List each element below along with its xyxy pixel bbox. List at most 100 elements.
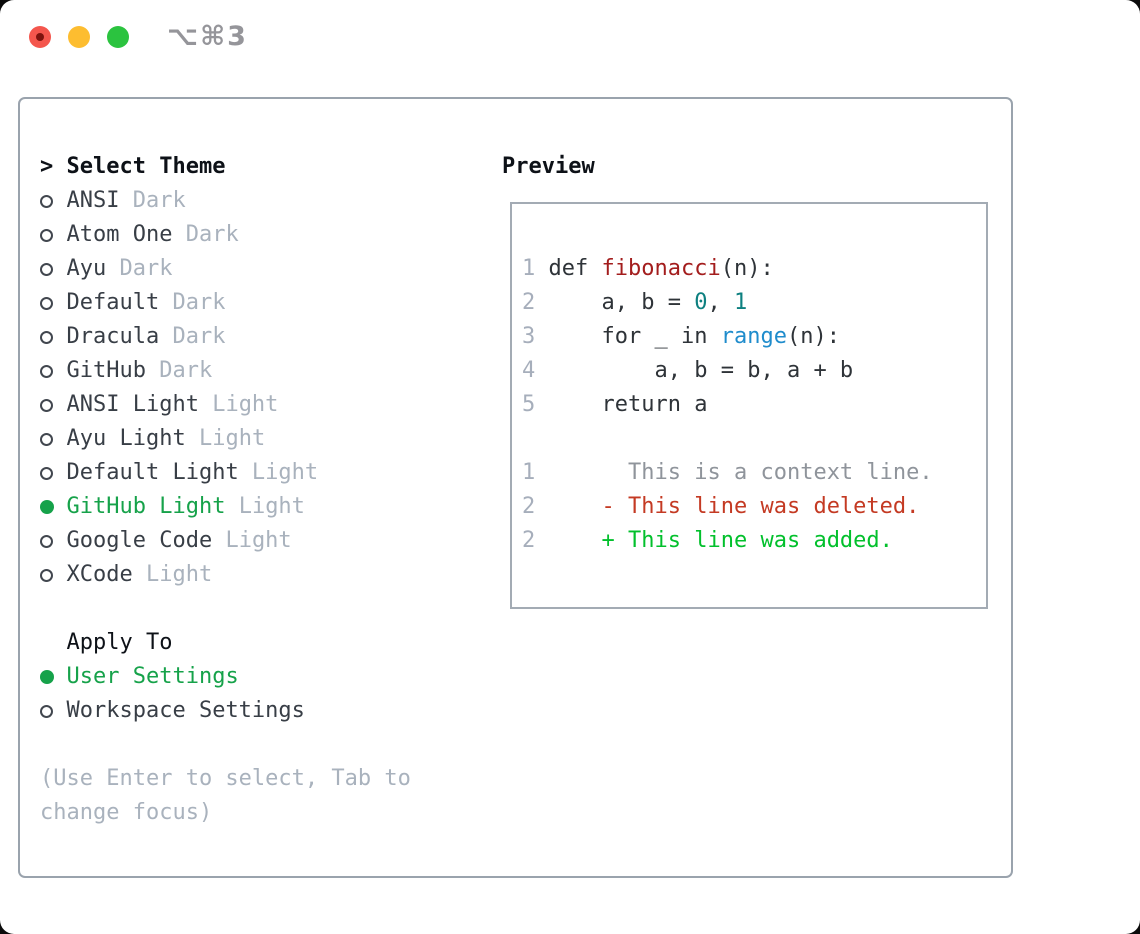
code-segment: + This line was added. [535, 528, 893, 553]
preview-line-code: 4 a, b = b, a + b [522, 354, 986, 388]
theme-option-xcode[interactable]: XCode Light [40, 558, 411, 592]
keyboard-hint-line: change focus) [40, 800, 213, 825]
radio-icon [40, 262, 67, 276]
theme-option-dracula[interactable]: Dracula Dark [40, 320, 411, 354]
theme-option-github-light[interactable]: GitHub Light Light [40, 490, 411, 524]
line-number [522, 422, 535, 456]
preview-line-diff-added: 2 + This line was added. [522, 524, 986, 558]
theme-variant-tag: Light [225, 494, 305, 519]
radio-selected-icon [40, 670, 67, 684]
code-segment: (n): [786, 324, 840, 349]
apply-to-header-row: Apply To [40, 626, 411, 660]
theme-option-label: Atom One [66, 222, 173, 247]
code-segment: return a [535, 392, 708, 417]
spacer-row [40, 728, 411, 762]
theme-option-label: GitHub Light [66, 494, 226, 519]
code-segment: , [707, 290, 734, 315]
theme-variant-tag: Dark [119, 188, 186, 213]
radio-icon [40, 398, 67, 412]
line-number: 2 [522, 528, 536, 553]
close-button[interactable] [29, 26, 51, 48]
preview-header: Preview [502, 154, 595, 179]
theme-variant-tag: Light [132, 562, 213, 587]
theme-variant-tag: Light [198, 392, 279, 417]
line-number: 2 [522, 494, 536, 519]
theme-option-ayu[interactable]: Ayu Dark [40, 252, 411, 286]
radio-selected-icon [40, 500, 67, 514]
line-number: 1 [522, 256, 536, 281]
zoom-button[interactable] [107, 26, 129, 48]
code-segment: def [535, 256, 602, 281]
radio-icon [40, 432, 67, 446]
radio-icon [40, 330, 67, 344]
line-number: 1 [522, 460, 536, 485]
code-segment: 1 [734, 290, 748, 315]
theme-option-label: ANSI Light [66, 392, 199, 417]
theme-option-ayu-light[interactable]: Ayu Light Light [40, 422, 411, 456]
theme-variant-tag: Dark [145, 358, 213, 383]
theme-option-default-light[interactable]: Default Light Light [40, 456, 411, 490]
radio-icon [40, 228, 67, 242]
apply-option-workspace-settings[interactable]: Workspace Settings [40, 694, 411, 728]
code-segment: a, b = b, a + b [535, 358, 854, 383]
window-title: ⌥⌘3 [167, 21, 248, 52]
code-segment: - This line was deleted. [535, 494, 920, 519]
theme-option-github[interactable]: GitHub Dark [40, 354, 411, 388]
radio-icon [40, 194, 67, 208]
radio-icon [40, 568, 67, 582]
theme-option-ansi[interactable]: ANSI Dark [40, 184, 411, 218]
theme-option-label: Google Code [66, 528, 213, 553]
close-dot-icon [36, 33, 44, 41]
theme-option-label: GitHub [66, 358, 146, 383]
theme-option-google-code[interactable]: Google Code Light [40, 524, 411, 558]
preview-line-diff-context: 1 This is a context line. [522, 456, 986, 490]
preview-line-blank [522, 422, 986, 456]
keyboard-hint-line: (Use Enter to select, Tab to [40, 766, 411, 791]
radio-icon [40, 704, 67, 718]
code-segment: (n): [720, 256, 774, 281]
select-theme-header: Select Theme [66, 154, 226, 179]
minimize-button[interactable] [68, 26, 90, 48]
code-segment: 0 [694, 290, 708, 315]
theme-option-label: Default Light [66, 460, 239, 485]
spacer-row [40, 592, 411, 626]
apply-option-label: Workspace Settings [66, 698, 305, 723]
theme-variant-tag: Dark [106, 256, 173, 281]
theme-option-label: Default [66, 290, 160, 315]
focus-chevron-icon: > [40, 154, 54, 179]
theme-variant-tag: Light [238, 460, 319, 485]
preview-line-code: 2 a, b = 0, 1 [522, 286, 986, 320]
code-segment: for _ in [535, 324, 721, 349]
radio-icon [40, 466, 67, 480]
theme-variant-tag: Light [185, 426, 266, 451]
theme-option-default[interactable]: Default Dark [40, 286, 411, 320]
keyboard-hint: (Use Enter to select, Tab to change focus… [40, 762, 411, 830]
line-number: 2 [522, 290, 536, 315]
apply-option-label: User Settings [66, 664, 239, 689]
theme-variant-tag: Light [212, 528, 292, 553]
radio-icon [40, 364, 67, 378]
preview-line-code: 1 def fibonacci(n): [522, 252, 986, 286]
apply-to-header: Apply To [66, 630, 173, 655]
code-segment: fibonacci [601, 256, 721, 281]
theme-option-label: ANSI [66, 188, 120, 213]
line-number: 5 [522, 392, 536, 417]
line-number: 4 [522, 358, 536, 383]
radio-icon [40, 296, 67, 310]
radio-icon [40, 534, 67, 548]
code-segment: range [720, 324, 787, 349]
preview-line-diff-deleted: 2 - This line was deleted. [522, 490, 986, 524]
select-theme-header-row: > Select Theme [40, 150, 411, 184]
theme-variant-tag: Dark [159, 324, 226, 349]
code-segment: This is a context line. [535, 460, 933, 485]
theme-option-atom-one[interactable]: Atom One Dark [40, 218, 411, 252]
apply-option-user-settings[interactable]: User Settings [40, 660, 411, 694]
theme-option-ansi-light[interactable]: ANSI Light Light [40, 388, 411, 422]
